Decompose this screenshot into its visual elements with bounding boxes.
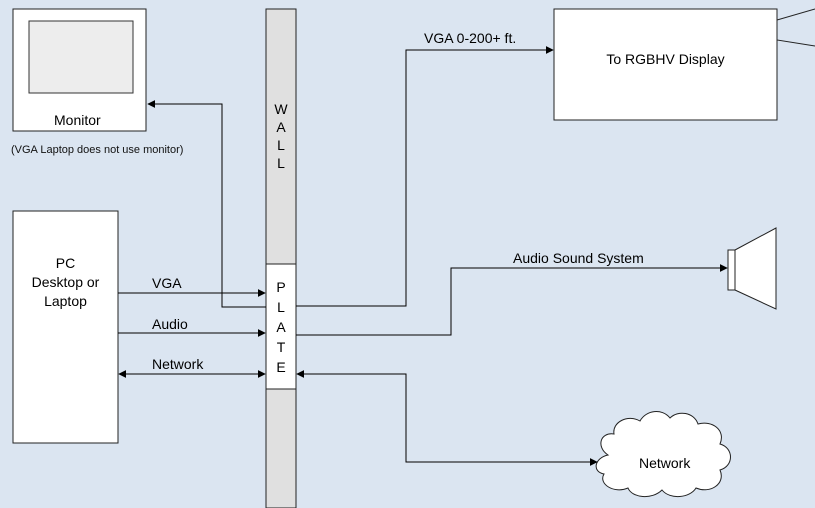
audio-label: Audio xyxy=(152,316,188,332)
vga-run-label: VGA 0-200+ ft. xyxy=(424,30,517,46)
vga-label: VGA xyxy=(152,275,182,291)
wall-label: W A L L xyxy=(266,100,296,172)
speaker-cone xyxy=(734,227,777,310)
plate-label: P L A T E xyxy=(266,277,296,377)
plate-letter: L xyxy=(277,299,285,315)
monitor-screen xyxy=(28,20,134,94)
rgbhv-display-box xyxy=(553,8,778,121)
speaker-body xyxy=(727,249,736,291)
plate-to-network xyxy=(296,370,598,466)
wall xyxy=(265,8,297,508)
pc-label: PC Desktop or Laptop xyxy=(13,254,118,311)
wall-letter: L xyxy=(277,137,285,153)
plate-letter: T xyxy=(276,339,286,355)
audio-system-label: Audio Sound System xyxy=(513,250,644,266)
plate-letter: E xyxy=(276,359,286,375)
pc-label-line-1: PC xyxy=(55,255,76,271)
plate-to-speaker xyxy=(296,264,728,336)
monitor-note: (VGA Laptop does not use monitor) xyxy=(11,144,184,156)
plate-to-display xyxy=(296,46,554,307)
wall-letter: A xyxy=(276,119,286,135)
monitor-label: Monitor xyxy=(54,112,101,128)
plate-to-monitor xyxy=(147,100,266,308)
projector-lens xyxy=(776,8,815,47)
wall-letter: W xyxy=(274,101,288,117)
pc-label-line-2: Desktop or xyxy=(31,274,100,290)
cloud-label: Network xyxy=(639,455,691,471)
wall-letter: L xyxy=(277,155,285,171)
plate-letter: A xyxy=(276,319,286,335)
wall-plate xyxy=(265,263,297,390)
network-link-label: Network xyxy=(152,356,204,372)
plate-letter: P xyxy=(276,279,286,295)
pc-box xyxy=(12,210,119,444)
pc-label-line-3: Laptop xyxy=(44,293,87,309)
network-cloud xyxy=(595,411,731,497)
display-label: To RGBHV Display xyxy=(606,51,725,67)
